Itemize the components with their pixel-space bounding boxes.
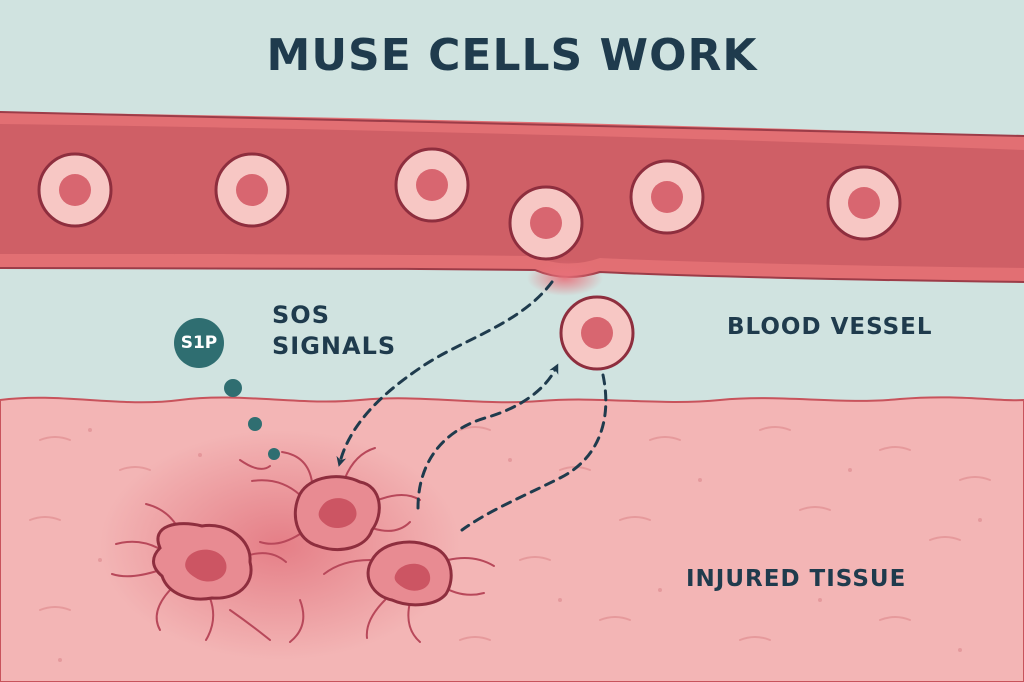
migration-arrow-to-cell	[416, 363, 559, 510]
injured-tissue-label: INJURED TISSUE	[686, 566, 907, 592]
damaged-cell	[293, 475, 381, 551]
sos-signals-text: SOS SIGNALS	[272, 301, 397, 360]
vessel-breach	[527, 260, 603, 296]
muse-cell	[214, 152, 290, 228]
muse-cell-exiting	[508, 185, 584, 261]
migration-arrow-return	[460, 373, 608, 532]
tissue-fibers	[29, 426, 991, 641]
muse-cell	[826, 165, 902, 241]
migration-arrows	[336, 280, 608, 532]
migration-arrow-to-injury	[336, 280, 554, 467]
circulating-muse-cells	[37, 147, 902, 261]
damaged-cell	[152, 522, 253, 601]
blood-vessel-label: BLOOD VESSEL	[727, 314, 933, 340]
signal-dots	[224, 379, 280, 460]
page-title: MUSE CELLS WORK	[266, 30, 758, 81]
muse-cell	[37, 152, 113, 228]
s1p-badge: S1P	[174, 318, 224, 368]
damaged-cells	[111, 447, 495, 643]
damaged-cell	[366, 540, 453, 607]
sos-signals-label: SOS SIGNALS	[272, 300, 397, 362]
muse-cell	[629, 159, 705, 235]
migrated-muse-cell	[559, 295, 635, 371]
muse-cell	[394, 147, 470, 223]
